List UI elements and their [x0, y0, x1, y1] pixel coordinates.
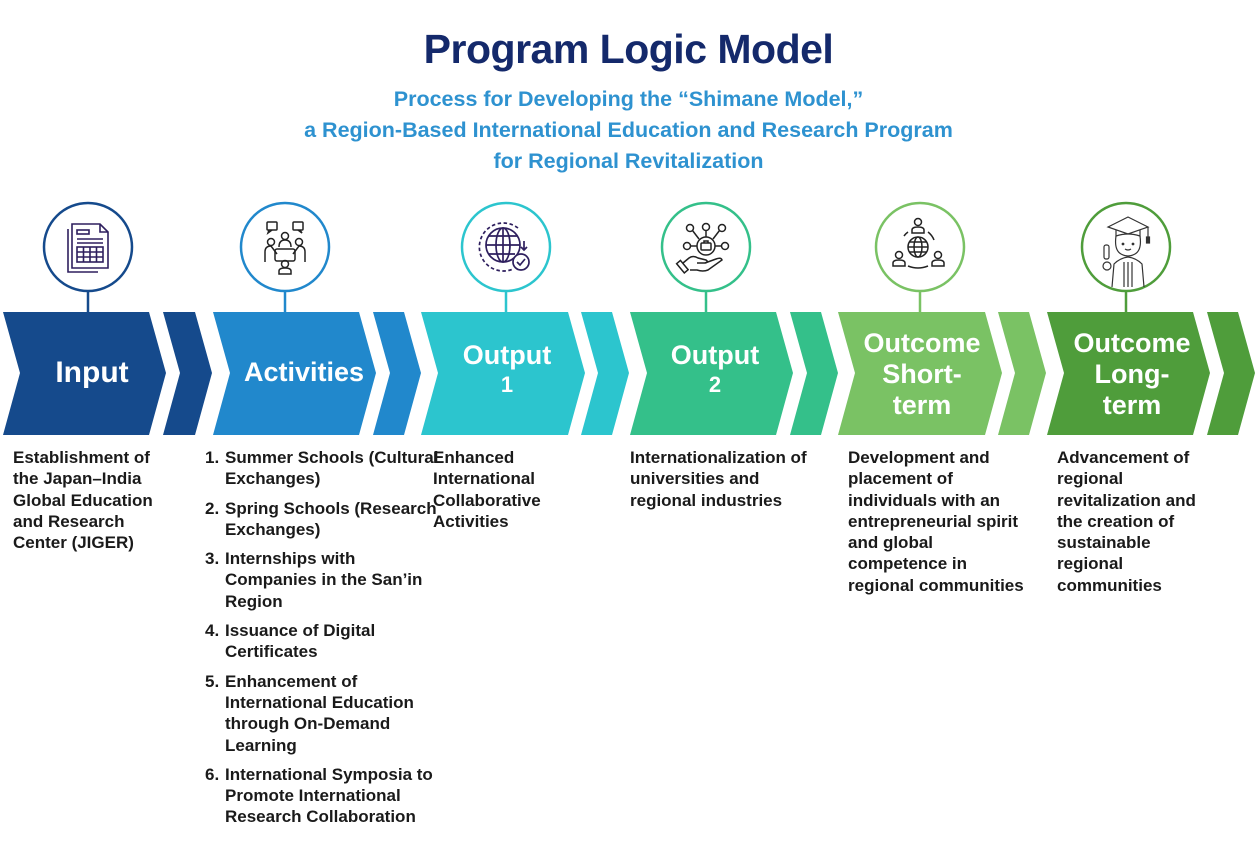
stage-label-line: Outcome — [1073, 328, 1191, 358]
stage-label-line: Output — [670, 340, 760, 370]
chevron-block — [213, 312, 376, 435]
list-item: 2.Spring Schools (Research Exchanges) — [205, 498, 440, 541]
list-item: 3.Internships with Companies in the San’… — [205, 548, 440, 612]
stage-label-activities: Activities — [224, 357, 384, 388]
icon-circle — [660, 201, 752, 293]
list-text: Issuance of Digital Certificates — [225, 621, 376, 662]
list-text: Summer Schools (Cultural Exchanges) — [225, 448, 439, 489]
stage-label-output2: Output 2 — [635, 340, 795, 399]
chevron-arrow — [998, 312, 1046, 435]
globe-check-icon — [478, 222, 530, 272]
stage-label-line: term — [892, 390, 952, 420]
page-subtitle: Process for Developing the “Shimane Mode… — [0, 84, 1257, 177]
description-text: Enhanced International Collaborative Act… — [433, 448, 541, 531]
stage-input — [3, 201, 212, 435]
description-text: Development and placement of individuals… — [848, 448, 1024, 595]
global-people-icon — [892, 217, 945, 269]
description-input: Establishment of the Japan–India Global … — [13, 447, 173, 553]
list-number: 2. — [205, 498, 220, 518]
list-number: 5. — [205, 671, 220, 691]
stage-label-outcome-short: Outcome Short- term — [842, 328, 1002, 421]
list-item: 4.Issuance of Digital Certificates — [205, 620, 440, 663]
description-outcome-short: Development and placement of individuals… — [848, 447, 1026, 596]
subtitle-line: Process for Developing the “Shimane Mode… — [393, 87, 864, 111]
graduate-icon — [1102, 216, 1151, 288]
description-output1: Enhanced International Collaborative Act… — [433, 447, 563, 532]
stage-label-line: Input — [55, 356, 129, 389]
stage-activities — [213, 201, 421, 435]
stage-output2 — [630, 201, 838, 435]
icon-circle — [239, 201, 331, 293]
description-output2: Internationalization of universities and… — [630, 447, 815, 511]
chevron-block — [3, 312, 166, 435]
activities-list: 1. Summer Schools (Cultural Exchanges) 2.… — [205, 447, 440, 828]
chevron-arrow — [373, 312, 421, 435]
stage-label-line: term — [1102, 390, 1162, 420]
team-meeting-icon — [264, 221, 306, 275]
stage-label-line: Long- — [1094, 359, 1170, 389]
document-spreadsheet-icon — [67, 223, 109, 273]
description-outcome-long: Advancement of regional revitalization a… — [1057, 447, 1217, 596]
list-item: 1. Summer Schools (Cultural Exchanges) — [205, 447, 440, 490]
stage-output1 — [421, 201, 629, 435]
list-text: Internships with Companies in the San’in… — [225, 549, 423, 611]
list-number: 3. — [205, 549, 220, 569]
list-number: 4. — [205, 621, 220, 641]
subtitle-line: for Regional Revitalization — [493, 149, 764, 173]
page-title: Program Logic Model — [423, 26, 834, 72]
stage-outcome-long — [1047, 201, 1255, 435]
description-text: Establishment of the Japan–India Global … — [13, 448, 153, 553]
stage-label-line: Outcome — [863, 328, 981, 358]
chevron-arrow — [163, 312, 212, 435]
stage-label-line: 2 — [708, 372, 722, 397]
icon-circle — [460, 201, 552, 293]
icon-circle — [1080, 201, 1172, 293]
description-text: Internationalization of universities and… — [630, 448, 807, 510]
list-number: 1. — [205, 448, 220, 467]
description-activities: 1. Summer Schools (Cultural Exchanges) 2.… — [205, 447, 440, 836]
stage-label-line: Short- — [882, 359, 962, 389]
subtitle-line: a Region-Based International Education a… — [304, 118, 953, 142]
list-item: 5.Enhancement of International Education… — [205, 671, 440, 756]
list-number: 6. — [205, 764, 220, 784]
list-text: Spring Schools (Research Exchanges) — [225, 498, 437, 539]
list-text: Enhancement of International Education t… — [225, 671, 414, 755]
logic-model-flow — [3, 201, 1255, 435]
stage-label-line: Activities — [243, 357, 365, 387]
stage-label-line: Output — [462, 340, 552, 370]
stage-label-line: 1 — [500, 372, 514, 397]
stage-outcome-short — [838, 201, 1046, 435]
chevron-block — [838, 312, 1002, 435]
stage-label-output1: Output 1 — [427, 340, 587, 399]
chevron-block — [421, 312, 585, 435]
chevron-block — [630, 312, 793, 435]
chevron-arrow — [581, 312, 629, 435]
stage-label-outcome-long: Outcome Long- term — [1052, 328, 1212, 421]
list-text: International Symposia to Promote Intern… — [225, 764, 433, 827]
chevron-block — [1047, 312, 1210, 435]
list-item: 6.International Symposia to Promote Inte… — [205, 764, 440, 828]
stage-label-input: Input — [12, 357, 172, 388]
chevron-arrow — [790, 312, 838, 435]
chevron-arrow — [1207, 312, 1255, 435]
description-text: Advancement of regional revitalization a… — [1057, 448, 1196, 595]
network-hand-briefcase-icon — [675, 222, 730, 274]
